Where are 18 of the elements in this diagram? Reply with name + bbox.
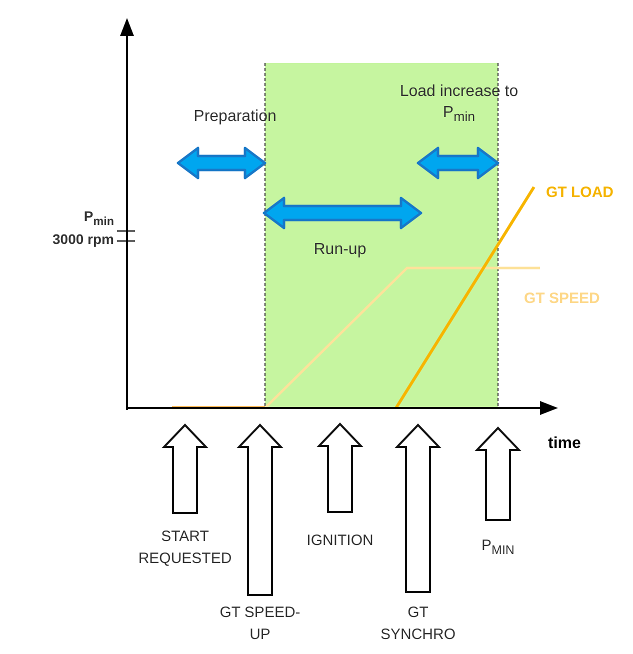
block-arrow <box>474 426 522 521</box>
phase-label: Preparation <box>192 107 278 127</box>
event-label: START REQUESTED <box>130 526 240 570</box>
event-label: GT SYNCHRO <box>376 602 460 646</box>
axis-title: time <box>548 434 582 454</box>
block-arrow <box>162 424 208 514</box>
curve-label: GT SPEED <box>524 289 601 308</box>
event-label: IGNITION <box>290 530 390 552</box>
block-arrow <box>316 422 364 513</box>
block-arrow <box>394 424 442 593</box>
event-label: GT SPEED-UP <box>218 602 302 646</box>
block-arrow <box>236 424 284 596</box>
axis-label: 3000 rpm <box>52 230 114 248</box>
event-label: P$_{MIN}$ <box>468 535 528 560</box>
phase-label: Run-up <box>312 240 368 260</box>
curve-label: GT LOAD <box>546 183 614 202</box>
axis-label: P$_{min}$ <box>82 207 114 229</box>
phase-label: Load increase to P$_{min}$ <box>398 82 520 126</box>
